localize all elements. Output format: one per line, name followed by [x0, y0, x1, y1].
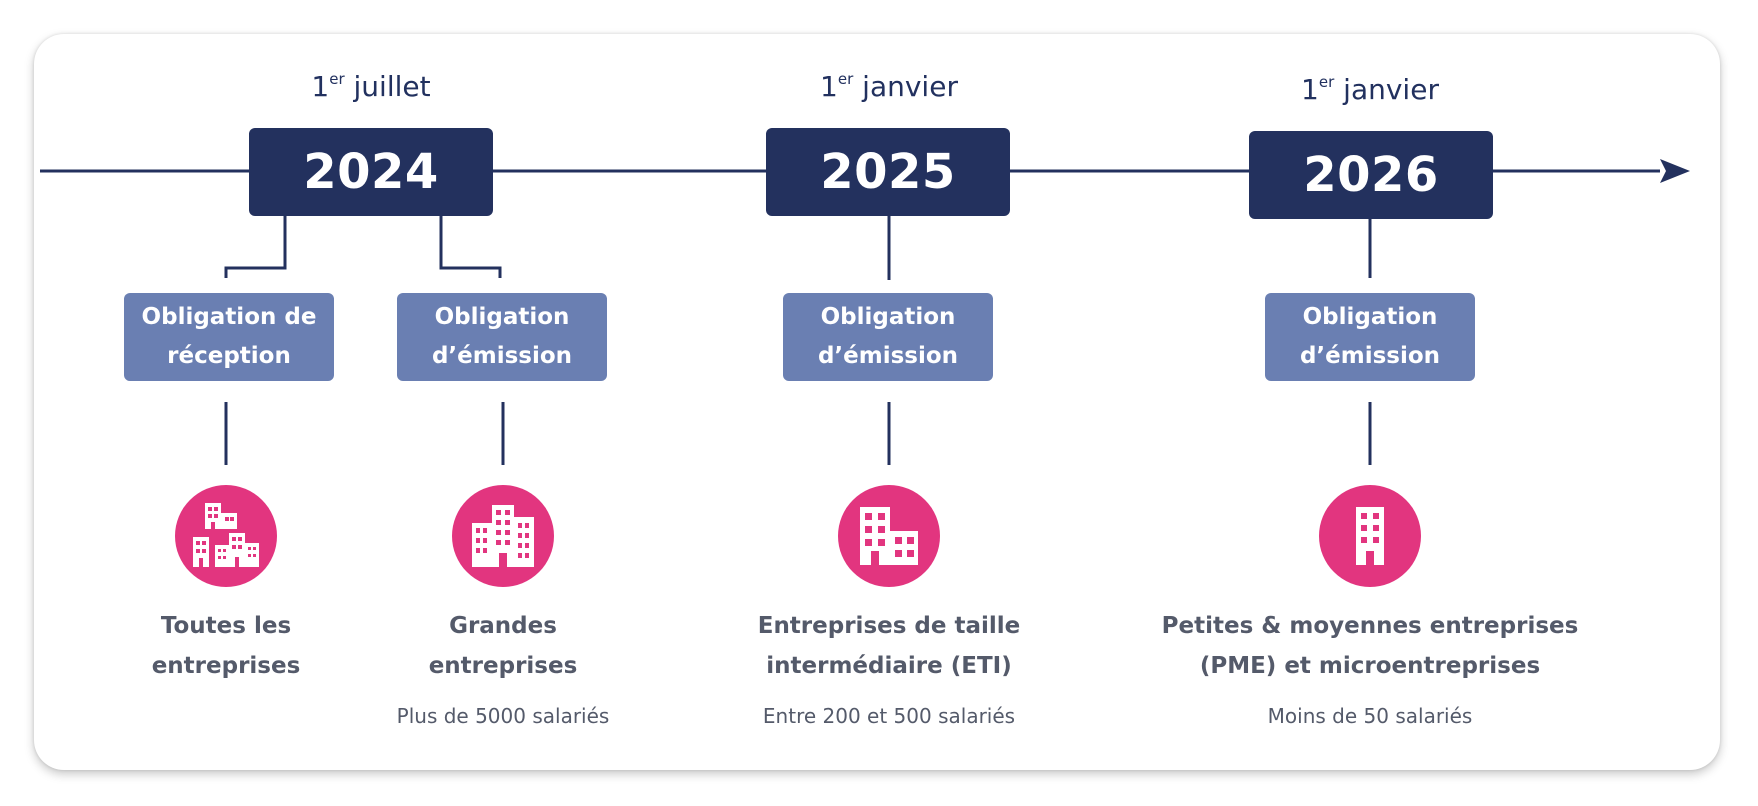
timeline-arrowhead [1660, 159, 1690, 183]
single-building-icon [1319, 485, 1421, 587]
employee-count-large: Plus de 5000 salariés [396, 704, 610, 728]
date-label-2024: 1er juillet [311, 70, 431, 103]
target-label-pme: Petites & moyennes entreprises(PME) et m… [1161, 613, 1579, 679]
year-box-2024: 2024 [249, 128, 493, 216]
year-box-2026: 2026 [1249, 131, 1493, 219]
large-buildings-icon [452, 485, 554, 587]
employee-count-eti: Entre 200 et 500 salariés [762, 704, 1016, 728]
year-box-2025: 2025 [766, 128, 1010, 216]
connector-2024-emission [439, 216, 502, 278]
date-label-2025: 1er janvier [820, 70, 958, 103]
buildings-group-icon [175, 485, 277, 587]
date-label-2026: 1er janvier [1301, 73, 1439, 106]
medium-buildings-icon [838, 485, 940, 587]
connector-2024-reception [224, 216, 287, 278]
employee-count-pme: Moins de 50 salariés [1267, 704, 1473, 728]
